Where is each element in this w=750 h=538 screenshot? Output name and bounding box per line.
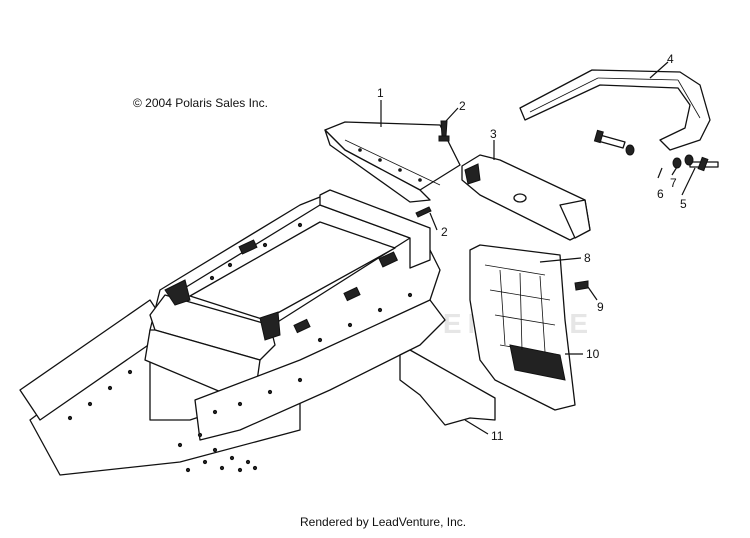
callout-1: 1 [377, 86, 384, 100]
latch-left [238, 239, 258, 255]
part-4-grab-bar [519, 69, 711, 151]
bracket-end [559, 199, 591, 239]
latch-front [293, 318, 311, 334]
latch-right [378, 251, 399, 268]
cover-side [324, 129, 431, 203]
hinge-bracket-left [164, 279, 191, 306]
part-3-bracket [461, 154, 591, 241]
callout-2-top: 2 [459, 99, 466, 113]
callout-labels: 1 2 3 4 5 6 7 2 8 9 10 11 [377, 52, 687, 443]
tray-back-wall [319, 189, 431, 269]
storage-tray-floor [189, 221, 396, 321]
callout-2-mid: 2 [441, 225, 448, 239]
callout-9: 9 [597, 300, 604, 314]
leader-lines [380, 61, 696, 435]
tunnel-chassis [19, 189, 446, 476]
rivet-holes [67, 222, 413, 473]
part-2-screw-mid [415, 206, 432, 218]
callout-7: 7 [670, 176, 677, 190]
grab-bar-body [519, 69, 711, 151]
callout-3: 3 [490, 127, 497, 141]
part-9-fastener [574, 280, 589, 291]
part-1-cover [324, 121, 461, 203]
part-10-snow-flap [469, 244, 576, 411]
footer-credit: Rendered by LeadVenture, Inc. [300, 515, 466, 529]
hinge-bracket-right [259, 311, 281, 341]
latch-mid [343, 286, 361, 302]
callout-10: 10 [586, 347, 600, 361]
callout-5: 5 [680, 197, 687, 211]
part-11-plate [399, 349, 496, 426]
flap-body [469, 244, 576, 411]
part-5-6-7-hardware [593, 129, 719, 172]
callout-8: 8 [584, 251, 591, 265]
callout-4: 4 [667, 52, 674, 66]
part-2-screw-top [438, 120, 450, 142]
callout-11: 11 [491, 429, 504, 443]
copyright-text: © 2004 Polaris Sales Inc. [133, 96, 268, 110]
plate-body [399, 349, 496, 426]
lower-skid [194, 299, 446, 441]
callout-6: 6 [657, 187, 664, 201]
